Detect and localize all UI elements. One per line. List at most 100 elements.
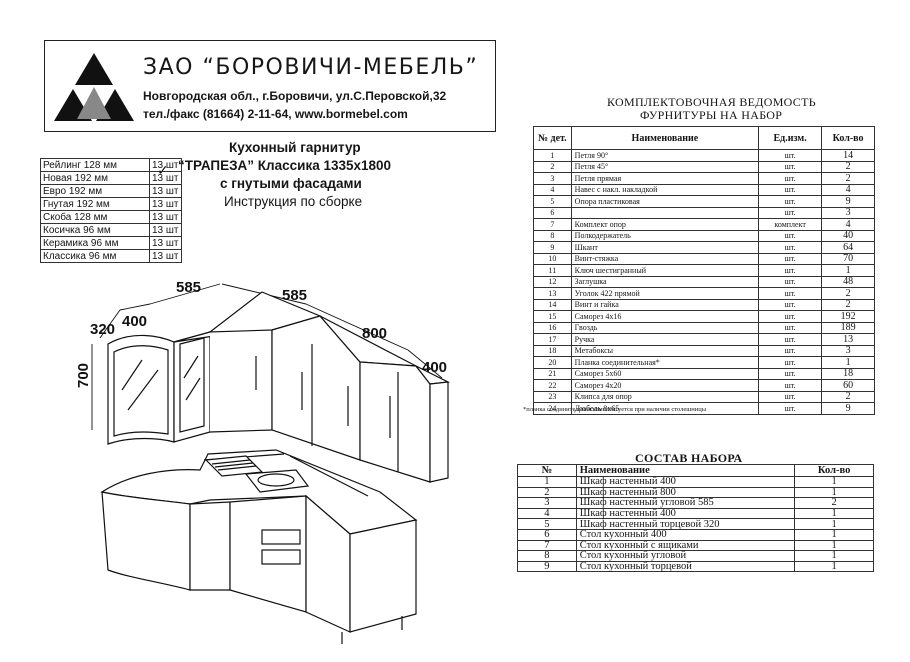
fitting-qty: 64 [821, 241, 875, 254]
kitchen-drawing: 320 400 585 585 800 400 700 [75, 279, 451, 644]
set-name: Шкаф настенный 400 [575, 507, 796, 520]
fitting-unit: комплект [758, 218, 823, 231]
set-qty: 2 [794, 497, 874, 509]
handle-name: Рейлинг 128 мм [40, 158, 150, 172]
fitting-name: Планка соединительная* [570, 356, 760, 369]
handle-name: Керамика 96 мм [40, 236, 150, 250]
set-num: 4 [517, 507, 577, 520]
fitting-num: 12 [533, 275, 572, 288]
fitting-num: 9 [533, 241, 572, 254]
fitting-name: Винт и гайка [570, 298, 760, 311]
title-line-2: “ТРАПЕЗА” Классика 1335х1800 [178, 158, 392, 173]
fitting-name: Ключ шестигранный [570, 264, 760, 277]
fitting-num: 4 [533, 183, 572, 196]
set-name: Шкаф настенный 800 [575, 486, 796, 499]
set-qty: 1 [794, 560, 874, 573]
fittings-header-num: № дет. [533, 126, 572, 150]
fitting-qty: 3 [821, 344, 875, 357]
fitting-name: Полкодержатель [570, 229, 760, 242]
dim-400-left: 400 [122, 313, 147, 330]
fitting-unit: шт. [758, 275, 823, 288]
fitting-unit: шт. [758, 344, 823, 357]
handle-name: Гнутая 192 мм [40, 197, 150, 211]
fittings-row: 6 шт.3 [533, 206, 875, 219]
upper-cabinets [107, 291, 451, 483]
handle-qty: 13 шт [149, 197, 182, 211]
fitting-name: Уголок 422 прямой [570, 287, 760, 300]
fitting-name: Клипса для опор [570, 390, 760, 403]
fitting-qty: 4 [821, 218, 875, 231]
fitting-qty: 3 [821, 206, 875, 219]
fitting-qty: 1 [821, 356, 875, 369]
fitting-unit: шт. [758, 379, 823, 392]
set-name: Стол кухонный угловой [575, 550, 796, 562]
set-num: 8 [517, 550, 577, 562]
fitting-unit: шт. [758, 252, 823, 265]
handle-qty: 13 шт [149, 223, 182, 237]
fitting-unit: шт. [758, 298, 823, 311]
set-num: 9 [517, 560, 577, 573]
handle-name: Евро 192 мм [40, 184, 150, 198]
fitting-num: 2 [533, 160, 572, 173]
company-name: ЗАО “БОРОВИЧИ-МЕБЕЛЬ” [143, 55, 479, 80]
set-header-num: № [517, 464, 577, 477]
fitting-num: 11 [533, 264, 572, 277]
fitting-num: 14 [533, 298, 572, 311]
fitting-unit: шт. [758, 287, 823, 300]
fitting-name: Комплект опор [570, 218, 760, 231]
company-address: Новгородская обл., г.Боровичи, ул.С.Перо… [143, 89, 447, 103]
dim-400-right: 400 [422, 359, 447, 376]
fitting-unit: шт. [758, 172, 823, 185]
fitting-name: Заглушка [570, 275, 760, 288]
fitting-name: Опора пластиковая [570, 195, 760, 208]
fittings-header-unit: Ед.изм. [758, 126, 823, 150]
set-qty: 1 [794, 539, 874, 552]
fitting-num: 6 [533, 206, 572, 219]
handle-name: Классика 96 мм [40, 249, 150, 263]
fitting-qty: 2 [821, 298, 875, 311]
fitting-name: Петля 45° [570, 160, 760, 173]
fitting-unit: шт. [758, 206, 823, 219]
fitting-name: Винт-стяжка [570, 252, 760, 265]
fitting-num: 18 [533, 344, 572, 357]
fittings-title-1: КОМПЛЕКТОВОЧНАЯ ВЕДОМОСТЬ [607, 95, 816, 109]
fitting-name: Навес с накл. накладкой [570, 183, 760, 196]
fitting-qty: 70 [821, 252, 875, 265]
check-mark: ✓ [157, 162, 169, 178]
dim-800: 800 [362, 325, 387, 342]
fitting-num: 16 [533, 321, 572, 334]
fitting-num: 1 [533, 149, 572, 162]
fitting-num: 7 [533, 218, 572, 231]
fitting-num: 17 [533, 333, 572, 346]
company-logo [54, 53, 134, 121]
fitting-name: Саморез 4х20 [570, 379, 760, 392]
set-num: 2 [517, 486, 577, 499]
set-qty: 1 [794, 518, 874, 530]
fitting-unit: шт. [758, 321, 823, 334]
set-name: Стол кухонный с ящиками [575, 539, 796, 552]
handle-name: Новая 192 мм [40, 171, 150, 185]
set-qty: 1 [794, 486, 874, 499]
fitting-unit: шт. [758, 229, 823, 242]
handle-qty: 13 шт [149, 236, 182, 250]
fitting-num: 8 [533, 229, 572, 242]
